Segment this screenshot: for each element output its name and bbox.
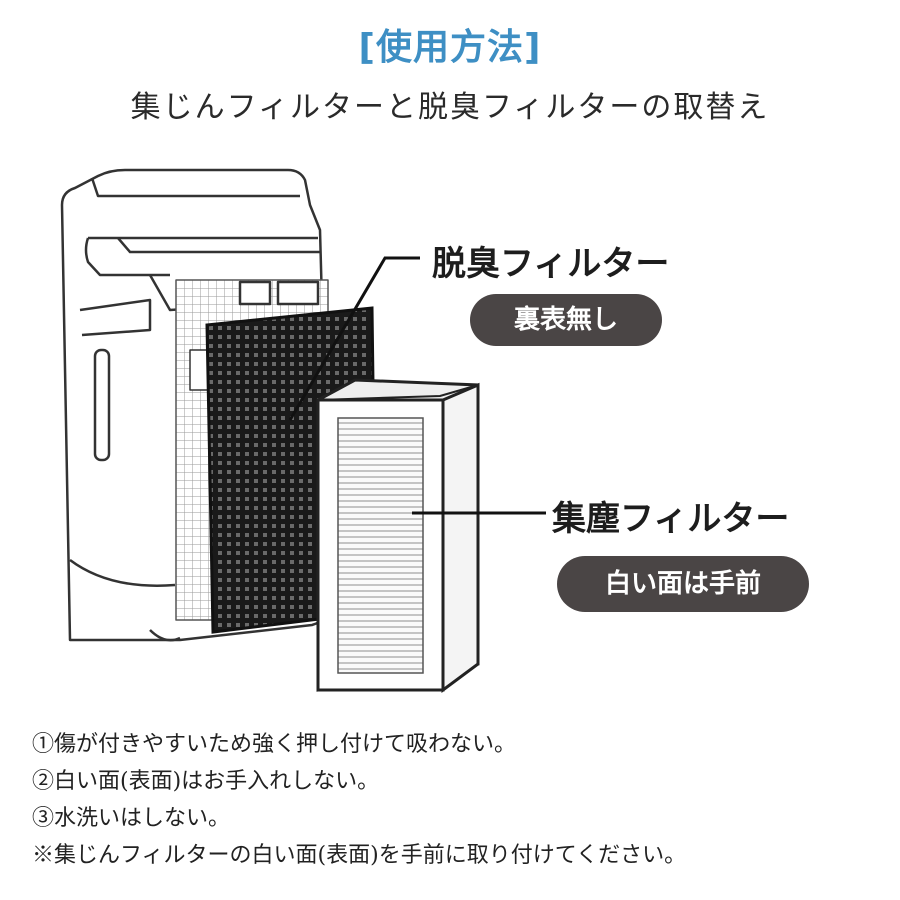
dust-note-badge: 白い面は手前 — [557, 556, 809, 612]
filter-replacement-illustration — [60, 168, 546, 693]
usage-note: ①傷が付きやすいため強く押し付けて吸わない。 — [32, 732, 517, 757]
deodorizing-leader-line — [288, 256, 420, 421]
usage-note: ②白い面(表面)はお手入れしない。 — [32, 769, 380, 794]
section-title: [使用方法] — [358, 27, 542, 68]
deodorizing-filter-label: 脱臭フィルター — [432, 244, 670, 284]
dust-filter-label: 集塵フィルター — [552, 499, 790, 539]
deodorizing-note-badge: 裏表無し — [470, 294, 662, 346]
usage-note: ③水洗いはしない。 — [32, 806, 231, 831]
usage-note: ※集じんフィルターの白い面(表面)を手前に取り付けてください。 — [32, 843, 687, 868]
dust-filter — [316, 378, 480, 693]
usage-notes-list: ①傷が付きやすいため強く押し付けて吸わない。 ②白い面(表面)はお手入れしない。… — [32, 726, 882, 874]
page-subtitle: 集じんフィルターと脱臭フィルターの取替え — [130, 90, 770, 125]
